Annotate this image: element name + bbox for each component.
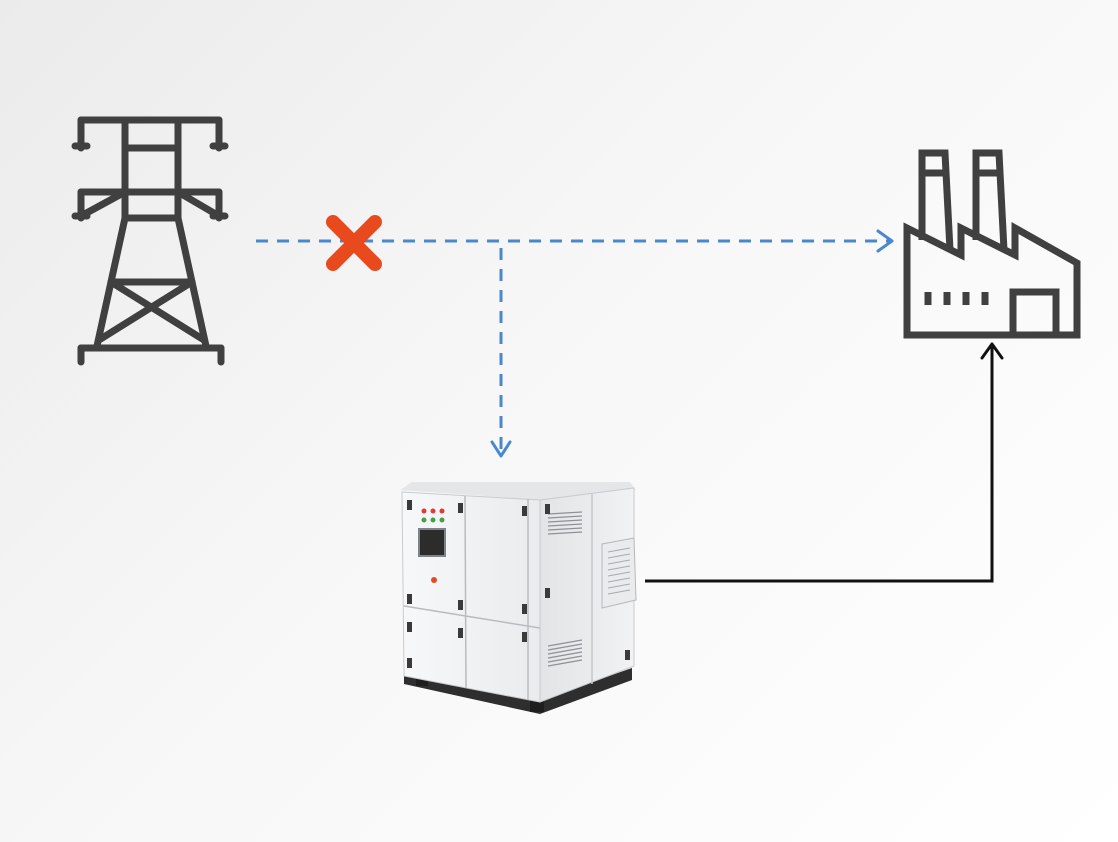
factory-icon	[903, 149, 1081, 339]
factory-arrowhead	[876, 229, 894, 253]
cross-mark-icon	[326, 215, 382, 271]
battery-to-factory-line	[645, 344, 994, 583]
battery-storage-cabinet	[400, 482, 637, 714]
battery-arrowhead	[490, 440, 512, 458]
factory-input-arrowhead	[980, 342, 1004, 360]
transmission-tower-icon	[71, 116, 229, 366]
